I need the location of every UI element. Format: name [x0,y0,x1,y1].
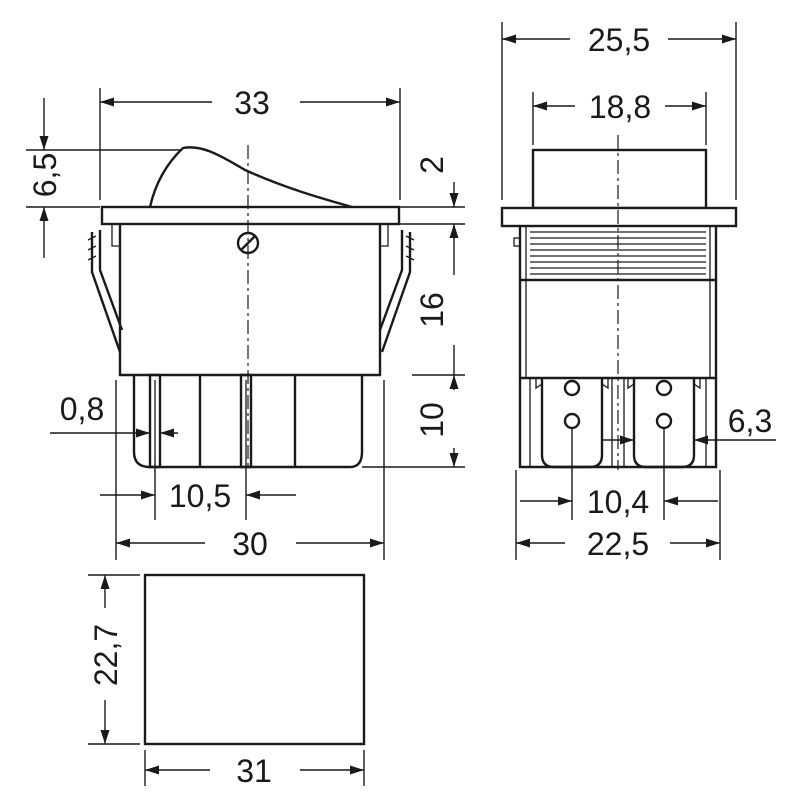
dim-front-terminal-pitch [100,462,296,520]
dim-side-flange-width [501,22,737,200]
dim-side-terminal-pitch [520,428,718,520]
label-cutout-width: 31 [236,753,272,789]
front-terminals [148,373,297,469]
dim-side-terminal-width [602,435,776,445]
dim-terminal-thickness [50,428,178,438]
rocker-actuator [148,146,353,209]
left-snap-spring [87,230,124,353]
label-side-body-width: 22,5 [587,526,649,562]
dim-cutout-width [144,750,365,786]
label-side-terminal-pitch: 10,4 [587,484,649,520]
label-front-terminal-pitch: 10,5 [169,478,231,514]
label-side-rocker-width: 18,8 [589,89,651,125]
label-side-terminal-width: 6,3 [728,403,772,439]
dim-flange-thickness [400,182,465,238]
label-body-height: 16 [414,292,450,328]
label-flange-thickness: 2 [414,156,450,174]
dim-side-body-width [515,470,721,560]
dim-rocker-height [26,98,180,258]
label-side-flange-width: 25,5 [588,22,650,58]
front-view [26,88,465,560]
side-flange [500,206,738,228]
dim-side-rocker-width [532,92,707,145]
dim-cutout-height [88,574,140,745]
front-body [118,224,382,377]
side-view [500,22,776,560]
right-snap-spring [378,230,415,353]
panel-cutout-view [88,573,366,786]
label-cutout-height: 22,7 [88,624,124,686]
dim-front-total-width [99,88,401,200]
label-front-total-width: 33 [234,85,270,121]
dim-front-body-width [115,380,385,560]
label-terminal-thickness: 0,8 [60,391,104,427]
side-ribs [513,231,716,282]
panel-cutout [143,573,366,746]
side-rocker [531,148,708,210]
label-rocker-height: 6,5 [27,153,63,197]
dim-body-height [412,224,465,376]
front-flange [100,205,401,226]
label-terminal-length: 10 [414,402,450,438]
label-front-body-width: 30 [232,526,268,562]
dim-terminal-length [362,375,465,468]
